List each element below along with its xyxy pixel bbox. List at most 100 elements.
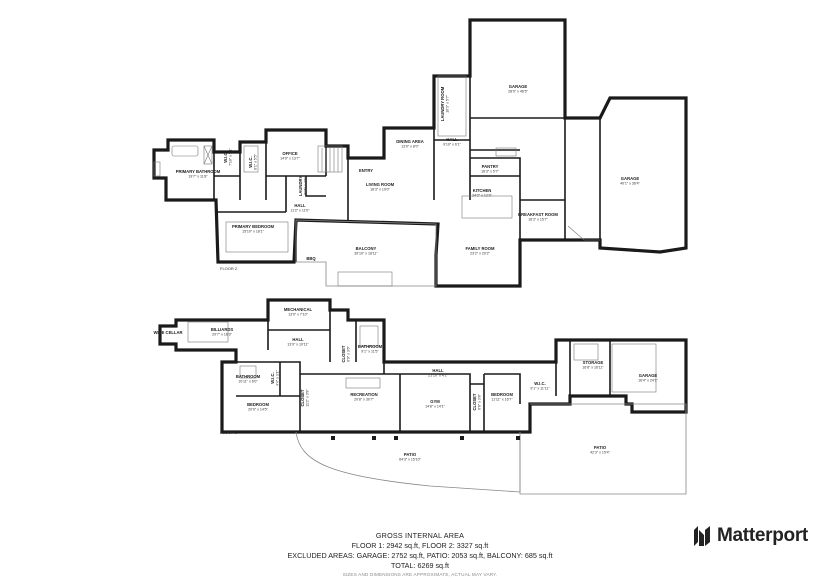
room-dimensions: 16'8" x 16'11"	[582, 366, 604, 370]
room-dimensions: 6'11" x 4'1"	[304, 177, 308, 195]
summary-note: SIZES AND DIMENSIONS ARE APPROXIMATE, AC…	[342, 572, 498, 577]
room-dimensions: 6'8" x 3'8"	[478, 393, 482, 409]
room-name: HALL	[292, 337, 304, 342]
room-dimensions: 18'3" x 19'0"	[370, 188, 390, 192]
room-dimensions: 18'3" x 15'7"	[528, 218, 548, 222]
room-name: W.I.C.	[248, 156, 253, 167]
room-name: CLOSET	[472, 393, 477, 410]
room-dimensions: 64'3" x 15'10"	[399, 458, 421, 462]
area-summary: GROSS INTERNAL AREA FLOOR 1: 2942 sq.ft,…	[200, 531, 640, 579]
room-bbq: BBQ	[306, 256, 316, 261]
room-name: LAUNDRY ROOM	[440, 86, 445, 121]
room-name: GARAGE	[509, 84, 528, 89]
matterport-logo: Matterport	[693, 524, 808, 548]
room-wic-b: W.I.C.6'1" x 5'5"	[248, 153, 258, 169]
room-name: BEDROOM	[491, 392, 513, 397]
room-dimensions: 19'7" x 11'8"	[188, 175, 208, 179]
room-dimensions: 21'10" x 4'1"	[428, 374, 448, 378]
room-dimensions: 10'11" x 6'0"	[238, 380, 258, 384]
room-name: BBQ	[306, 256, 316, 261]
room-dimensions: 9'1" x 11'5"	[361, 350, 379, 354]
room-name: W.I.C.	[534, 381, 545, 386]
patio-posts	[331, 436, 520, 440]
room-name: STORAGE	[583, 360, 604, 365]
room-dimensions: 42'3" x 15'4"	[590, 451, 610, 455]
room-name: FAMILY ROOM	[465, 246, 495, 251]
room-name: HALL	[294, 203, 306, 208]
room-dimensions: 13'0" x 8'0"	[401, 145, 419, 149]
floor-2-plan: FLOOR 2	[152, 18, 688, 288]
room-name: LAUNDRY	[298, 176, 303, 197]
room-name: PATIO	[594, 445, 607, 450]
room-name: BREAKFAST ROOM	[518, 212, 558, 217]
room-name: BATHROOM	[358, 344, 383, 349]
room-name: GYM	[430, 399, 440, 404]
room-dimensions: 9'10" x 6'1"	[443, 143, 461, 147]
room-name: BALCONY	[356, 246, 377, 251]
room-dimensions: 14'8" x 14'1"	[425, 405, 445, 409]
matterport-logo-icon	[694, 526, 710, 546]
room-name: W.I.C.	[223, 151, 228, 162]
room-dimensions: 16'4" x 24'1"	[638, 379, 658, 383]
room-name: HALL	[432, 368, 444, 373]
room-name: WINE CELLAR	[153, 330, 182, 335]
room-name: RECREATION	[350, 392, 377, 397]
room-name: BILLIARDS	[211, 327, 234, 332]
room-wic-b2: W.I.C.9'1" x 11'11"	[530, 381, 550, 391]
floor-1-plan: FLOOR 1	[158, 298, 688, 495]
room-dimensions: 11'11" x 16'7"	[491, 398, 513, 402]
room-dimensions: 11'2" x 11'0"	[290, 209, 310, 213]
room-dimensions: 16'3" x 5'7"	[481, 170, 499, 174]
room-dimensions: 28'0" x 46'5"	[508, 90, 528, 94]
room-wine-cellar: WINE CELLAR	[153, 330, 182, 335]
room-dimensions: 40'1" x 36'4"	[620, 182, 640, 186]
room-dimensions: 7'10" x 5'1"	[229, 147, 233, 165]
room-dimensions: 11'2" x 3'9"	[306, 389, 310, 407]
room-name: PATIO	[404, 452, 417, 457]
room-wic-b1: W.I.C.4'4" x 3'1"	[270, 369, 280, 385]
room-name: KITCHEN	[473, 188, 492, 193]
summary-floors: FLOOR 1: 2942 sq.ft, FLOOR 2: 3327 sq.ft	[351, 541, 489, 550]
room-dimensions: 20'7" x 16'3"	[212, 333, 232, 337]
room-name: BEDROOM	[247, 402, 269, 407]
room-name: LIVING ROOM	[366, 182, 395, 187]
room-name: BATHROOM	[236, 374, 261, 379]
room-dimensions: 6'1" x 5'5"	[254, 153, 258, 169]
room-entry: ENTRY	[359, 168, 373, 173]
summary-total: TOTAL: 6269 sq.ft	[390, 561, 450, 570]
room-name: CLOSET	[300, 389, 305, 406]
summary-excluded: EXCLUDED AREAS: GARAGE: 2752 sq.ft, PATI…	[287, 551, 553, 560]
room-dimensions: 24'2" x 12'3"	[472, 194, 492, 198]
room-dimensions: 39'10" x 18'11"	[354, 252, 378, 256]
room-name: ENTRY	[359, 168, 373, 173]
room-name: PRIMARY BATHROOM	[176, 169, 221, 174]
room-dimensions: 23'2" x 20'2"	[470, 252, 490, 256]
room-dimensions: 20'8" x 30'7"	[354, 398, 374, 402]
room-dimensions: 10'3" x 5'7"	[446, 94, 450, 112]
room-name: W.I.C.	[270, 372, 275, 383]
room-dimensions: 14'9" x 13'7"	[280, 157, 300, 161]
floor-2-tag: FLOOR 2	[220, 266, 238, 271]
room-name: MECHANICAL	[284, 307, 313, 312]
